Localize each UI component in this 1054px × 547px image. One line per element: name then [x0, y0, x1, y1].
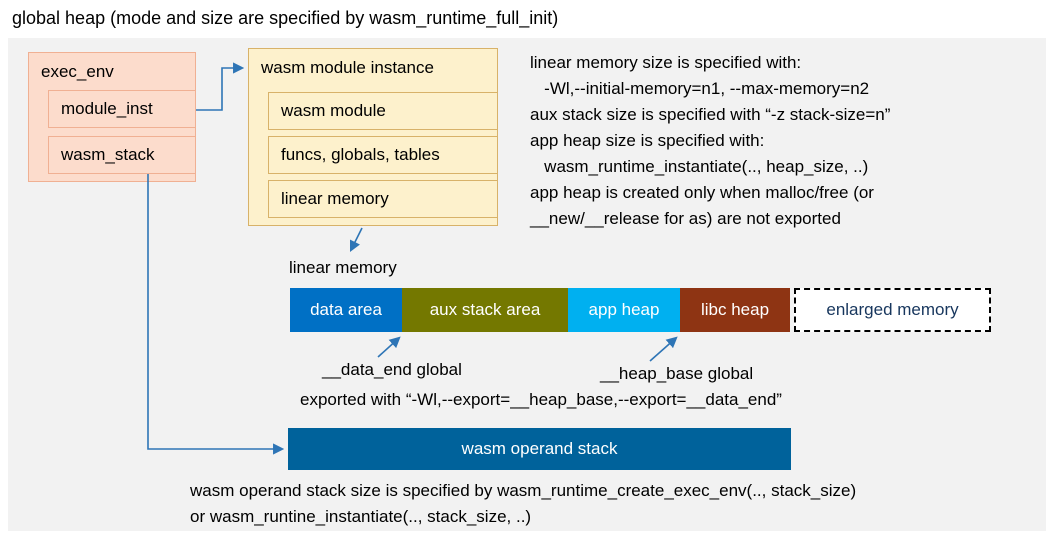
right-notes: linear memory size is specified with: -W…	[530, 50, 890, 232]
note-line-6: app heap is created only when malloc/fre…	[530, 183, 874, 202]
note-line-7: __new/__release for as) are not exported	[530, 209, 841, 228]
note-line-4: app heap size is specified with:	[530, 131, 765, 150]
wasm-operand-stack-label: wasm operand stack	[461, 439, 618, 458]
wasm-operand-stack-bar: wasm operand stack	[288, 428, 791, 470]
exec-env-label: exec_env	[41, 62, 114, 81]
note-line-1: linear memory size is specified with:	[530, 53, 802, 72]
memory-segment-aux-stack-label: aux stack area	[429, 300, 541, 319]
wasm-module-label: wasm module	[281, 101, 386, 120]
memory-segment-libc-heap-label: libc heap	[700, 300, 770, 319]
memory-segment-aux-stack: aux stack area	[402, 288, 568, 332]
funcs-globals-tables-box: funcs, globals, tables	[268, 136, 498, 174]
linear-memory-box: linear memory	[268, 180, 498, 218]
funcs-globals-tables-label: funcs, globals, tables	[281, 145, 440, 164]
wasm-stack-label: wasm_stack	[61, 145, 155, 164]
memory-segment-app-heap: app heap	[568, 288, 680, 332]
linear-memory-bar-title: linear memory	[289, 258, 397, 277]
wasm-module-box: wasm module	[268, 92, 498, 130]
memory-segment-enlarged-memory: enlarged memory	[794, 288, 991, 332]
module-inst-label: module_inst	[61, 99, 153, 118]
wasm-stack-box: wasm_stack	[48, 136, 196, 174]
note-line-5: wasm_runtime_instantiate(.., heap_size, …	[530, 157, 869, 176]
bottom-note-line-1: wasm operand stack size is specified by …	[190, 481, 857, 500]
memory-segment-app-heap-label: app heap	[588, 300, 660, 319]
note-line-3: aux stack size is specified with “-z sta…	[530, 105, 891, 124]
linear-memory-box-label: linear memory	[281, 189, 389, 208]
export-note: exported with “-Wl,--export=__heap_base,…	[300, 390, 782, 409]
note-line-2: -Wl,--initial-memory=n1, --max-memory=n2	[530, 79, 870, 98]
memory-segment-data-area: data area	[290, 288, 402, 332]
heap-base-annotation: __heap_base global	[600, 364, 754, 383]
memory-segment-data-area-label: data area	[310, 300, 382, 319]
bottom-notes: wasm operand stack size is specified by …	[190, 478, 856, 530]
module-instance-label: wasm module instance	[261, 58, 434, 77]
memory-segment-enlarged-memory-label: enlarged memory	[826, 300, 959, 319]
data-end-annotation: __data_end global	[322, 360, 462, 379]
bottom-note-line-2: or wasm_runtine_instantiate(.., stack_si…	[190, 507, 532, 526]
page-title: global heap (mode and size are specified…	[12, 8, 559, 28]
module-inst-box: module_inst	[48, 90, 196, 128]
memory-segment-libc-heap: libc heap	[680, 288, 790, 332]
